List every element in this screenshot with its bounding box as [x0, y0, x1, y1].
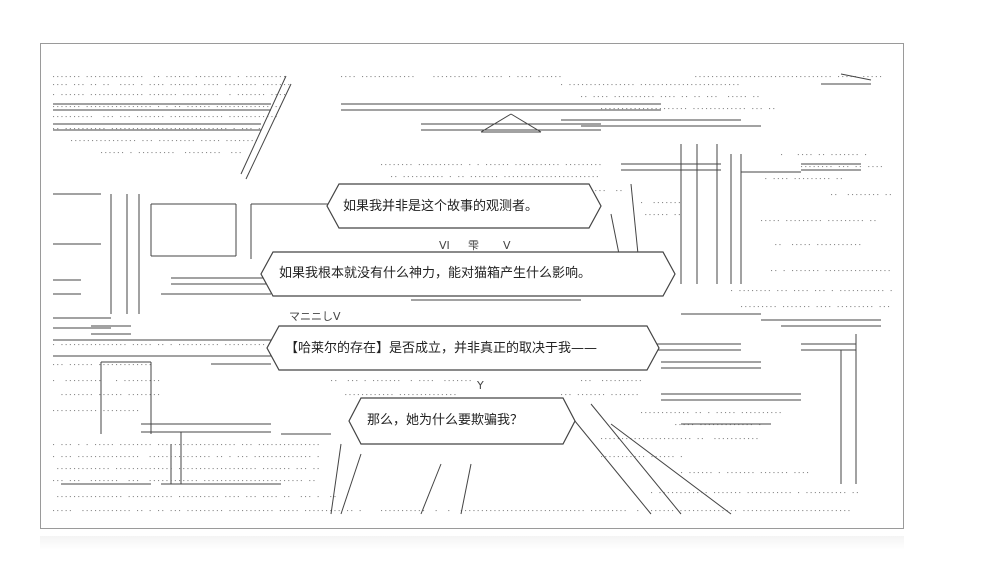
- speech-bubble-1: 如果我并非是这个故事的观测者。: [343, 199, 539, 214]
- speech-bubble-shapes: [260, 183, 676, 445]
- art-glyphs: VI 雫 V マニニしV Y: [289, 239, 511, 392]
- speech-bubble-2: 如果我根本就没有什么神力，能对猫箱产生什么影响。: [279, 266, 592, 281]
- line-strokes: [53, 73, 881, 515]
- speech-bubble-outline: [348, 397, 576, 445]
- speech-bubble-outline: [260, 251, 676, 297]
- art-glyph-v: V: [503, 239, 511, 252]
- art-glyph-rain: 雫: [468, 239, 479, 252]
- speech-bubble-4: 那么，她为什么要欺骗我？: [367, 413, 524, 428]
- art-glyph-y: Y: [476, 379, 484, 392]
- speech-bubble-outline: [326, 183, 602, 229]
- art-glyph-vi: VI: [439, 239, 450, 252]
- speech-bubble-outline: [266, 325, 660, 371]
- ascii-art-panel: VI 雫 V マニニしV Y 如果我并非是这个故事的观测者。 如果我根本就没有什…: [40, 43, 904, 529]
- panel-shadow: [40, 536, 904, 550]
- ascii-art-scene: VI 雫 V マニニしV Y: [53, 73, 892, 515]
- speech-bubble-3: 【哈莱尔的存在】是否成立，并非真正的取决于我——: [285, 341, 598, 356]
- art-glyph-sign: マニニしV: [289, 310, 341, 323]
- dot-shading: [53, 76, 892, 512]
